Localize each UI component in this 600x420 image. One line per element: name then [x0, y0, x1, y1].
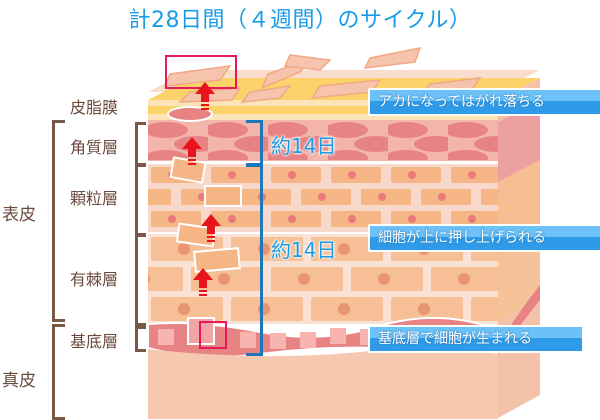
sebum-band	[148, 106, 498, 114]
upward-arrows	[182, 82, 221, 296]
label-epidermis: 表皮	[2, 205, 36, 225]
label-stratum-spinosum: 有棘層	[70, 270, 119, 289]
upper-duration-bracket	[246, 120, 263, 166]
lower-duration-label: 約14日	[271, 238, 337, 262]
caption-pushed-up: 細胞が上に押し上げられる	[368, 224, 600, 252]
new-cell-highlight	[199, 321, 227, 349]
side-corneum	[498, 100, 540, 182]
label-dermis: 真皮	[2, 371, 36, 391]
label-sebum: 皮脂膜	[70, 98, 119, 117]
stratum-corneum-layer	[148, 120, 498, 162]
detaching-cell	[167, 106, 213, 122]
stratum-granulosum-layer	[148, 164, 498, 186]
spinosum-bracket	[135, 234, 146, 326]
caption-shedding: アカになってはがれ落ちる	[368, 88, 600, 116]
label-stratum-basale: 基底層	[70, 332, 119, 351]
dermis-bracket	[52, 324, 65, 420]
upper-duration-label: 約14日	[271, 134, 337, 158]
caption-born: 基底層で細胞が生まれる	[368, 325, 584, 353]
shedding-flakes	[163, 47, 482, 103]
corneum-bracket	[135, 122, 146, 166]
label-stratum-granulosum: 顆粒層	[70, 189, 119, 208]
dermis-layer	[148, 347, 498, 419]
label-stratum-corneum: 角質層	[70, 138, 119, 157]
granulosum-bracket	[135, 164, 146, 236]
stratum-granulosum-layer-2	[148, 186, 498, 208]
epidermis-bracket	[52, 120, 65, 322]
diagram-title: 計28日間（４週間）のサイクル）	[128, 8, 472, 33]
lower-duration-bracket	[246, 164, 263, 356]
basale-bracket	[135, 326, 146, 352]
